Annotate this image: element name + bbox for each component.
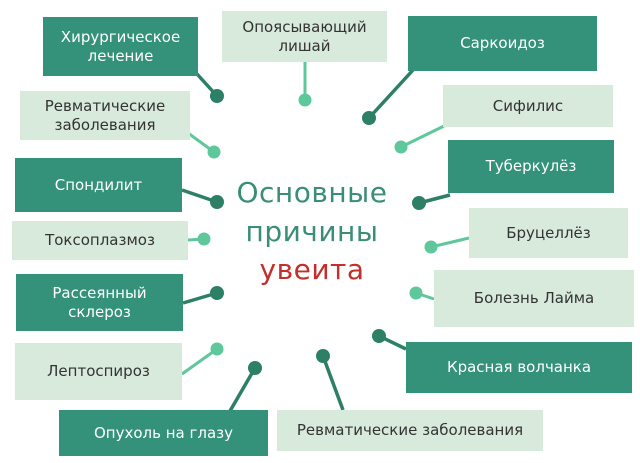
title-line-2: причины: [245, 214, 379, 248]
connector-eye-tumor: [228, 361, 262, 412]
connector-dot: [210, 342, 224, 356]
cause-box-lupus: Красная волчанка: [406, 342, 632, 393]
connector-shingles: [298, 62, 312, 107]
diagram-title: Основные причины увеита: [222, 174, 402, 290]
title-line-3: увеита: [259, 253, 365, 287]
cause-box-toxoplasmosis: Токсоплазмоз: [12, 221, 188, 260]
connector-sarcoidosis: [362, 68, 415, 125]
cause-box-surgical-treatment: Хирургическое лечение: [43, 17, 198, 76]
connector-dot: [316, 349, 330, 363]
cause-box-tuberculosis: Туберкулёз: [448, 140, 614, 193]
cause-box-brucellosis: Бруцеллёз: [469, 208, 628, 258]
cause-box-spondylitis: Спондилит: [15, 158, 182, 212]
cause-label: Красная волчанка: [446, 358, 592, 377]
connector-surgical-treatment: [195, 72, 224, 103]
cause-box-rheumatic-bottom: Ревматические заболевания: [277, 410, 543, 451]
cause-label: Спондилит: [54, 175, 143, 194]
cause-label: Саркоидоз: [460, 34, 545, 53]
connector-dot: [372, 329, 386, 343]
connector-dot: [197, 232, 211, 246]
cause-box-rheumatic-left: Ревматические заболевания: [20, 91, 190, 140]
connector-syphilis: [394, 124, 445, 154]
cause-label: Токсоплазмоз: [45, 231, 155, 250]
cause-label: Ревматические заболевания: [44, 96, 166, 134]
connector-tuberculosis: [412, 193, 451, 210]
cause-box-shingles: Опоясывающий лишай: [222, 11, 387, 62]
cause-box-multiple-sclerosis: Рассеянный склероз: [16, 274, 183, 331]
cause-label: Болезнь Лайма: [473, 289, 595, 308]
connector-dot: [424, 240, 438, 254]
connector-lyme-disease: [409, 286, 435, 301]
cause-box-syphilis: Сифилис: [443, 85, 613, 127]
connector-dot: [394, 140, 408, 154]
cause-label: Опоясывающий лишай: [242, 17, 367, 55]
cause-box-lyme-disease: Болезнь Лайма: [434, 270, 634, 327]
connector-leptospirosis: [181, 342, 224, 376]
connector-rheumatic-bottom: [316, 349, 345, 411]
connector-multiple-sclerosis: [182, 286, 224, 305]
connector-toxoplasmosis: [187, 232, 211, 246]
cause-label: Хирургическое лечение: [60, 27, 181, 65]
connector-dot: [298, 93, 312, 107]
cause-label: Туберкулёз: [485, 157, 577, 176]
connector-dot: [207, 145, 221, 159]
connector-brucellosis: [424, 236, 470, 254]
cause-box-sarcoidosis: Саркоидоз: [408, 16, 597, 71]
cause-label: Рассеянный склероз: [52, 283, 147, 321]
connector-spondylitis: [181, 188, 224, 209]
connector-dot: [412, 196, 426, 210]
title-line-1: Основные: [236, 176, 388, 209]
cause-label: Ревматические заболевания: [296, 421, 524, 440]
cause-box-eye-tumor: Опухоль на глазу: [59, 410, 268, 456]
connector-dot: [362, 111, 376, 125]
cause-label: Бруцеллёз: [506, 223, 591, 242]
connector-lupus: [372, 329, 407, 351]
connector-rheumatic-left: [187, 131, 221, 159]
connector-dot: [248, 361, 262, 375]
cause-label: Сифилис: [492, 96, 564, 115]
cause-box-leptospirosis: Лептоспироз: [15, 343, 182, 400]
cause-label: Лептоспироз: [47, 362, 150, 381]
connector-dot: [210, 89, 224, 103]
cause-label: Опухоль на глазу: [93, 423, 234, 442]
connector-dot: [409, 286, 423, 300]
